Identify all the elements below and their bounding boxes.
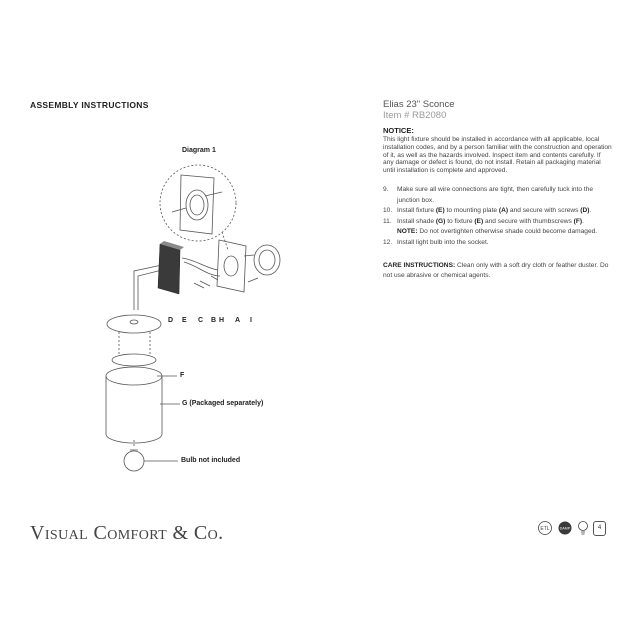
bulb-label: Bulb not included: [181, 457, 241, 464]
page-number: 4: [593, 520, 606, 536]
item-number: Item # RB2080: [383, 110, 447, 121]
part-label-a: A: [235, 317, 241, 324]
part-label-b: B: [211, 317, 217, 324]
etl-icon: ETL: [537, 520, 553, 536]
step-11: 11. Install shade (G) to fixture (E) and…: [383, 217, 613, 228]
step-number: 10.: [383, 207, 393, 215]
step-9: 9. Make sure all wire connections are ti…: [383, 185, 613, 206]
assembly-steps: 9. Make sure all wire connections are ti…: [383, 185, 613, 249]
assembly-diagram-drawing: [105, 164, 281, 472]
step-number: 12.: [383, 238, 393, 246]
care-instructions: CARE INSTRUCTIONS: Clean only with a sof…: [383, 261, 609, 280]
step-text: Make sure all wire connections are tight…: [397, 185, 594, 204]
assembly-diagram: Diagram 1 D E C B H A I F G (Packaged se…: [0, 0, 360, 500]
diagram-title: Diagram 1: [182, 147, 216, 154]
step-text: Install light bulb into the socket.: [397, 238, 489, 246]
page-title: ASSEMBLY INSTRUCTIONS: [30, 100, 149, 110]
part-label-i: I: [250, 317, 252, 324]
step-note: NOTE: Do not overtighten otherwise shade…: [397, 228, 598, 236]
part-label-e: E: [182, 317, 187, 324]
part-label-c: C: [198, 317, 204, 324]
part-label-d: D: [168, 317, 174, 324]
notice-title: NOTICE:: [383, 126, 414, 135]
part-label-h: H: [219, 317, 225, 324]
step-text: Install fixture (E) to mounting plate (A…: [397, 207, 592, 215]
damp-icon: DAMP: [557, 520, 573, 536]
step-number: 11.: [383, 217, 392, 225]
step-10: 10. Install fixture (E) to mounting plat…: [383, 206, 613, 217]
instructions-column: Elias 23" Sconce Item # RB2080 NOTICE: T…: [383, 99, 613, 282]
svg-text:DAMP: DAMP: [560, 527, 571, 531]
notice-text: This light fixture should be installed i…: [383, 136, 612, 175]
part-label-f: F: [180, 372, 185, 379]
certification-icons: ETL DAMP 4: [537, 520, 606, 536]
step-number: 9.: [383, 185, 389, 193]
bulb-icon: [577, 520, 589, 536]
part-label-g: G (Packaged separately): [182, 400, 264, 407]
svg-text:ETL: ETL: [540, 526, 549, 532]
step-12: 12. Install light bulb into the socket.: [383, 238, 613, 249]
step-text: Install shade (G) to fixture (E) and sec…: [397, 217, 584, 225]
brand-logo: Visual Comfort & Co.: [30, 522, 224, 544]
product-name: Elias 23" Sconce: [383, 99, 455, 110]
